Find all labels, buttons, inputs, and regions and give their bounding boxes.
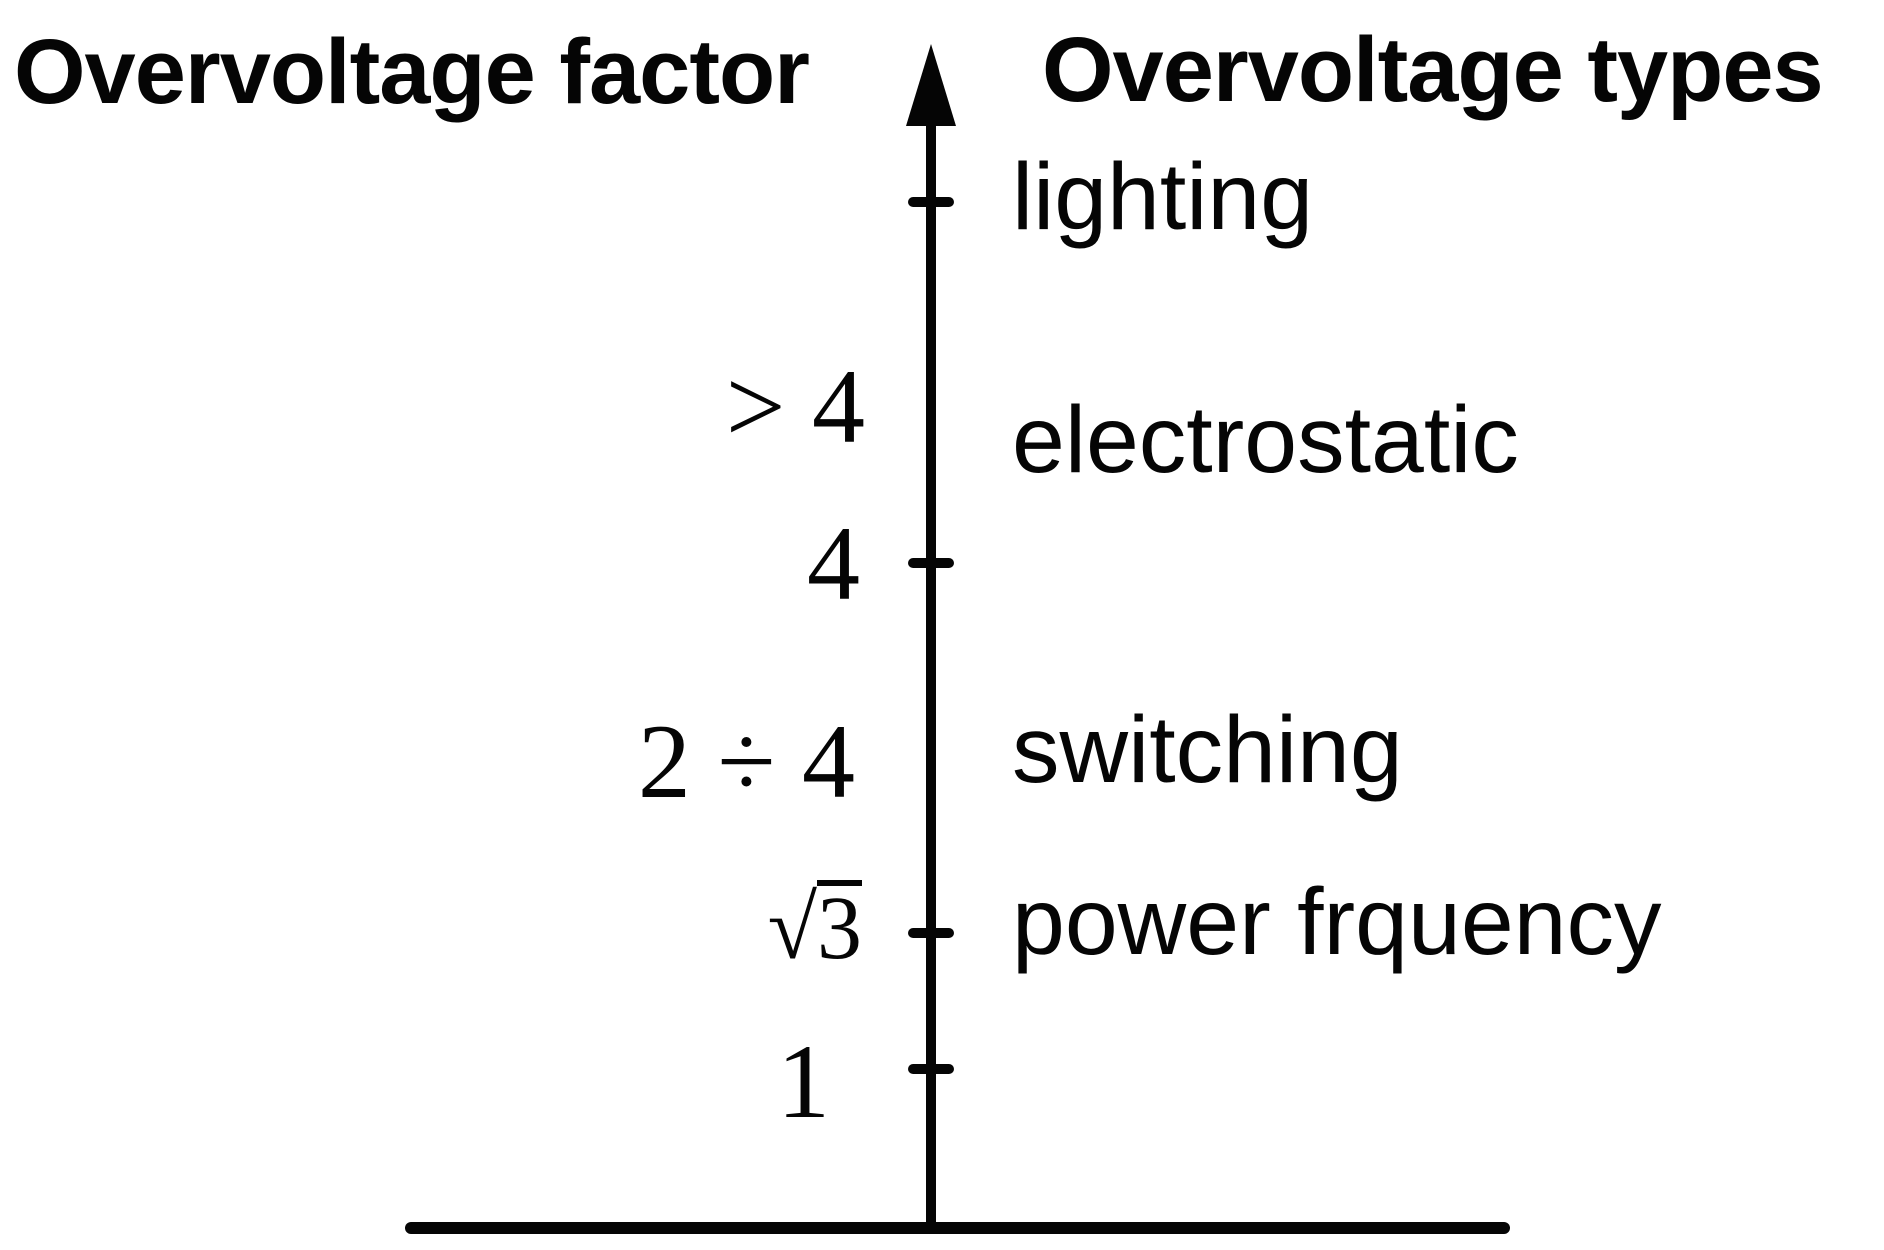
tick-factor-1 — [908, 1064, 954, 1074]
type-label-power-frequency: power frquency — [1012, 869, 1662, 975]
radical-sign: √ — [767, 879, 817, 978]
factor-label-gt4: > 4 — [725, 348, 865, 465]
vertical-axis-line — [926, 105, 936, 1231]
tick-factor-4 — [908, 558, 954, 568]
tick-lighting — [908, 197, 954, 207]
radicand-3: 3 — [817, 879, 862, 978]
axis-title-factor: Overvoltage factor — [14, 21, 810, 123]
type-label-lighting: lighting — [1012, 144, 1314, 250]
axis-title-types: Overvoltage types — [1042, 19, 1824, 121]
baseline — [405, 1222, 1510, 1234]
factor-label-2div4: 2 ÷ 4 — [637, 703, 855, 820]
type-label-electrostatic: electrostatic — [1012, 387, 1519, 493]
type-label-switching: switching — [1012, 697, 1403, 803]
tick-factor-sqrt3 — [908, 928, 954, 938]
factor-label-4: 4 — [807, 505, 860, 622]
factor-label-1: 1 — [777, 1023, 830, 1140]
factor-label-sqrt3: √3 — [768, 880, 862, 974]
